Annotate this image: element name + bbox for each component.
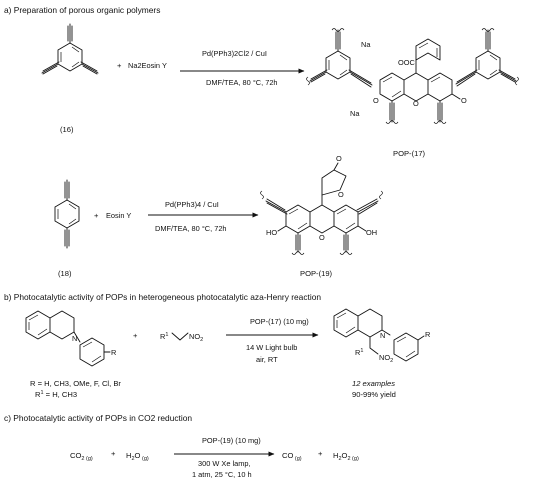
atom-o-lactone-carbonyl: O: [336, 154, 342, 163]
atom-r-product: R: [425, 330, 430, 339]
section-c-title: c) Photocatalytic activity of POPs in CO…: [4, 413, 192, 423]
plus-sign-3: +: [133, 331, 138, 340]
reactant-co2: CO2 (g): [70, 451, 93, 462]
section-a-title: a) Preparation of porous organic polymer…: [4, 5, 160, 15]
conditions-b-bottom-1: 14 W Light bulb: [246, 343, 297, 352]
conditions-2-bottom: DMF/TEA, 80 °C, 72h: [155, 224, 227, 233]
reagent-eosin: Eosin Y: [106, 211, 131, 220]
conditions-c-bottom-1: 300 W Xe lamp,: [198, 459, 251, 468]
nitroalkane-structure: [171, 332, 189, 341]
conditions-b-top: POP-(17) (10 mg): [250, 317, 309, 326]
atom-o-phenolate: O: [373, 96, 379, 105]
pop-17-structure: [306, 28, 519, 124]
pop-17-label: POP-(17): [393, 149, 426, 158]
atom-oh: OH: [366, 228, 377, 237]
diethynylbenzene-structure: [54, 179, 80, 249]
reactant-h2o: H2O (g): [126, 451, 149, 462]
yield-range: 90-99% yield: [352, 390, 396, 399]
triethynylbenzene-structure: [41, 23, 99, 75]
conditions-2-top: Pd(PPh3)4 / CuI: [165, 200, 219, 209]
section-b-title: b) Photocatalytic activity of POPs in he…: [4, 292, 321, 302]
pop-19-label: POP-(19): [300, 269, 333, 278]
r-definition: R = H, CH3, OMe, F, Cl, Br: [30, 379, 121, 388]
aza-henry-product-structure: [333, 308, 425, 362]
conditions-c-bottom-2: 1 atm, 25 °C, 10 h: [192, 470, 252, 479]
atom-r1-product: R1: [355, 348, 363, 357]
plus-sign-2: +: [94, 211, 99, 220]
pop-19-structure: [260, 162, 383, 255]
compound-18-label: (18): [58, 269, 72, 278]
examples-count: 12 examples: [352, 379, 395, 388]
atom-n-substrate: N: [72, 334, 77, 343]
atom-na-bottom: Na: [350, 109, 360, 118]
conditions-b-bottom-2: air, RT: [256, 355, 278, 364]
atom-n-product: N: [380, 331, 385, 340]
plus-sign-4: +: [111, 449, 116, 458]
nitroalkane-no2: NO2: [189, 332, 203, 343]
plus-sign: +: [117, 61, 122, 70]
atom-o-lactone: O: [338, 190, 344, 199]
atom-o-xanthene: O: [319, 233, 325, 242]
compound-16-label: (16): [60, 125, 74, 134]
atom-ho: HO: [266, 228, 277, 237]
nitroalkane-r1: R1: [160, 332, 168, 341]
atom-r-substrate: R: [111, 348, 116, 357]
atom-ooc: OOC: [398, 58, 415, 67]
product-co: CO (g): [282, 451, 302, 462]
conditions-1-bottom: DMF/TEA, 80 °C, 72h: [206, 78, 278, 87]
product-h2o2: H2O2 (g): [333, 451, 359, 462]
atom-o-carbonyl: O: [461, 96, 467, 105]
conditions-c-top: POP-(19) (10 mg): [202, 436, 261, 445]
atom-o-ring: O: [413, 99, 419, 108]
r1-definition: R1 = H, CH3: [35, 390, 77, 399]
plus-sign-5: +: [318, 449, 323, 458]
substrate-structure: [25, 310, 111, 367]
atom-no2-product: NO2: [379, 353, 393, 364]
atom-na-top: Na: [361, 40, 371, 49]
reagent-na2eosin: Na2Eosin Y: [128, 61, 167, 70]
conditions-1-top: Pd(PPh3)2Cl2 / CuI: [202, 49, 267, 58]
